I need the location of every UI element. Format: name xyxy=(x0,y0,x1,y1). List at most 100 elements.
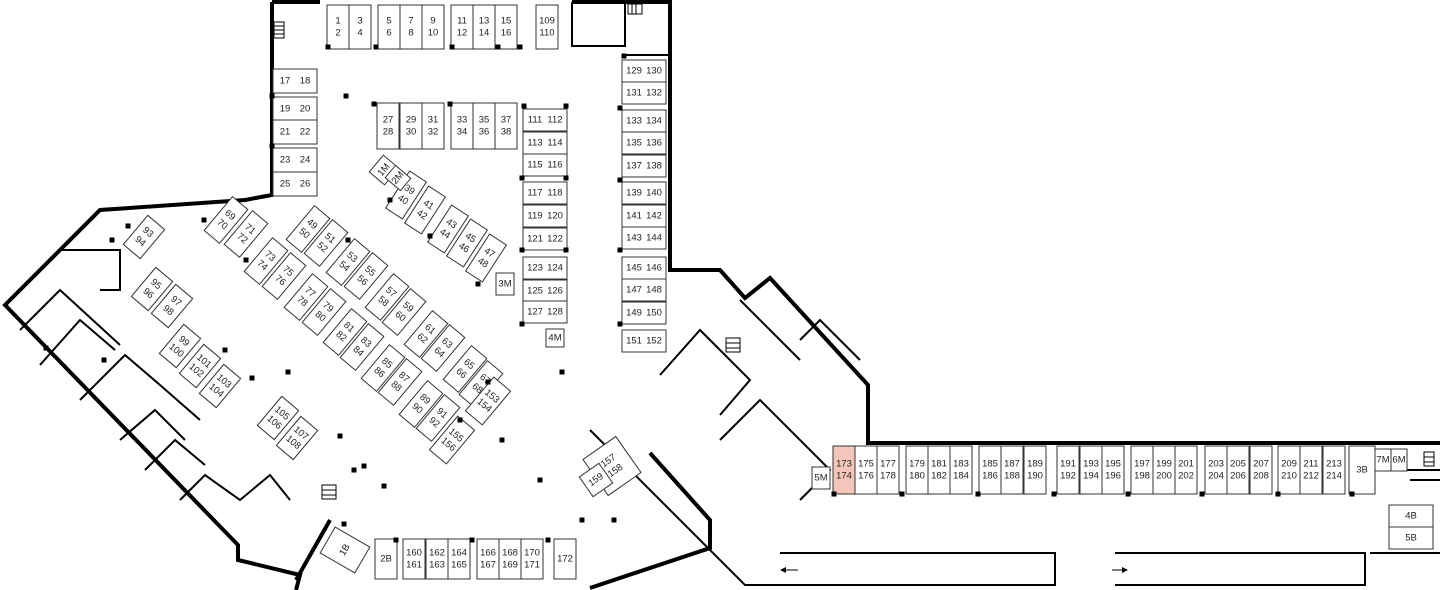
parking-stall[interactable]: 56 xyxy=(377,4,401,50)
parking-stall[interactable]: 159 xyxy=(578,462,614,498)
parking-stall[interactable]: 4M xyxy=(545,328,565,348)
parking-stall[interactable]: 4B xyxy=(1388,504,1434,528)
parking-stall[interactable]: 78 xyxy=(399,4,423,50)
parking-stall[interactable]: 7M xyxy=(1374,448,1392,472)
parking-stall[interactable]: 5B xyxy=(1388,526,1434,550)
parking-stall[interactable]: 12 xyxy=(326,4,350,50)
parking-stall[interactable]: 1B xyxy=(319,526,371,574)
parking-stall[interactable]: 3B xyxy=(1348,445,1376,495)
parking-stall[interactable]: 910 xyxy=(421,4,445,50)
parking-stall[interactable]: 2M xyxy=(384,164,412,192)
parking-stall[interactable]: 172 xyxy=(553,538,577,580)
parking-stall[interactable]: 5M xyxy=(811,466,831,490)
parking-stall[interactable]: 6M xyxy=(1390,448,1408,472)
parking-stall[interactable]: 2B xyxy=(374,538,398,580)
